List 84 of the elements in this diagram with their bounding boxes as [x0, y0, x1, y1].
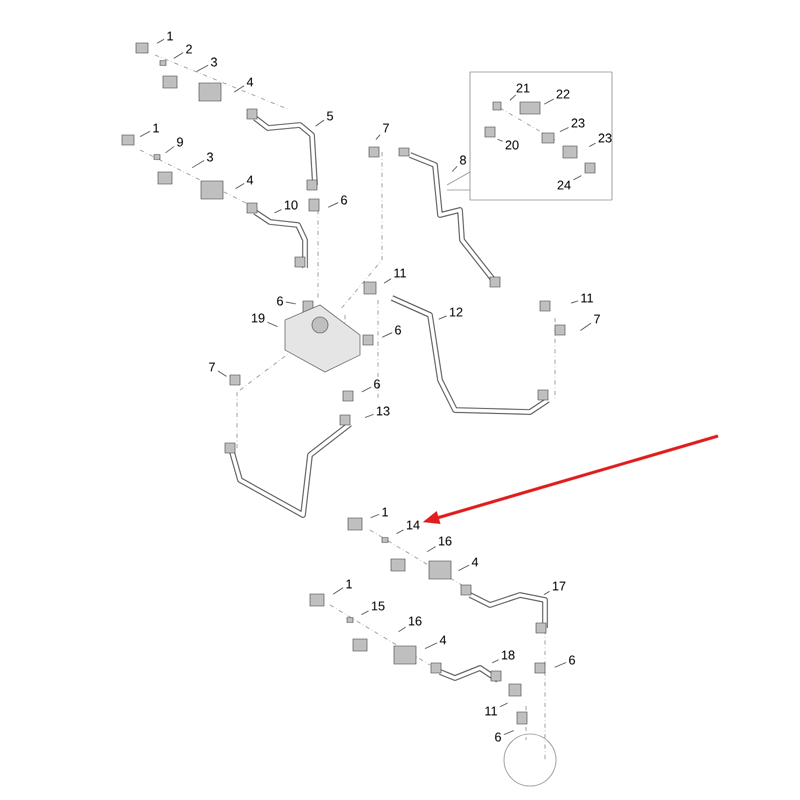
leader-line — [382, 332, 392, 338]
leader-line — [165, 146, 174, 154]
leader-line — [426, 546, 436, 552]
callout-number: 9 — [177, 138, 183, 146]
leader-line — [580, 322, 592, 331]
leader-line — [504, 730, 514, 735]
leader-line — [362, 386, 372, 392]
leader-line — [452, 166, 458, 172]
callout-number: 16 — [408, 616, 422, 626]
callout-number: 23 — [598, 134, 612, 142]
leader-line — [274, 209, 282, 214]
callout-number: 11 — [581, 294, 593, 302]
callout-number: 6 — [569, 656, 575, 664]
callout-number: 3 — [206, 152, 213, 162]
leader-line — [364, 414, 374, 418]
callout-number: 7 — [209, 362, 215, 372]
callout-number: 13 — [376, 406, 390, 416]
leader-line — [544, 591, 550, 595]
leader-line — [267, 322, 278, 327]
leader-line — [234, 85, 244, 92]
leader-line — [286, 302, 296, 304]
leader-line — [192, 160, 204, 168]
callout-number: 22 — [556, 90, 570, 98]
leader-line — [140, 130, 150, 137]
callout-number: 20 — [506, 140, 519, 150]
leader-line — [560, 127, 569, 132]
callout-number: 1 — [382, 508, 388, 516]
callout-number: 6 — [374, 380, 380, 388]
leader-line — [396, 530, 404, 534]
callout-number: 21 — [516, 84, 530, 92]
callout-number: 1 — [167, 32, 173, 40]
leader-line — [235, 183, 244, 189]
leader-line — [156, 39, 164, 44]
leader-line — [196, 64, 208, 72]
leader-line — [315, 120, 324, 126]
callout-number: 8 — [460, 156, 466, 164]
callout-number: 3 — [210, 58, 217, 66]
leader-line — [492, 659, 499, 664]
leader-line — [554, 662, 566, 668]
callout-number: 6 — [277, 296, 283, 306]
leader-line — [328, 202, 338, 208]
leader-line — [438, 316, 447, 320]
callout-number: 4 — [246, 176, 254, 184]
callout-number: 12 — [450, 308, 462, 316]
callout-number: 4 — [472, 558, 478, 566]
leader-line — [570, 300, 578, 304]
callout-number: 7 — [594, 314, 600, 324]
callout-number: 16 — [438, 536, 452, 546]
callout-number: 23 — [572, 118, 584, 128]
leader-line — [218, 370, 227, 377]
leader-line — [500, 702, 508, 707]
callout-number: 6 — [395, 326, 401, 334]
leader-line — [332, 587, 344, 594]
callout-number: 15 — [372, 602, 384, 610]
leader-line — [174, 52, 184, 59]
leader-line — [510, 94, 516, 101]
leader-line — [398, 626, 406, 632]
leader-line — [370, 514, 380, 518]
callout-number: 4 — [246, 78, 254, 86]
callout-number: 19 — [252, 314, 264, 322]
callout-number: 17 — [552, 582, 566, 590]
leader-line — [458, 564, 470, 571]
callout-number: 1 — [346, 580, 352, 588]
callout-number: 10 — [284, 200, 298, 210]
callout-number: 2 — [186, 44, 192, 54]
leader-line — [384, 278, 392, 284]
leader-line — [588, 142, 596, 147]
callout-number: 5 — [327, 112, 333, 120]
callout-number: 14 — [406, 520, 420, 530]
callout-number: 7 — [383, 124, 389, 132]
callout-number: 11 — [394, 268, 406, 278]
leader-line — [424, 642, 438, 649]
leader-line — [544, 98, 554, 104]
callout-number: 24 — [558, 180, 571, 190]
callout-number: 6 — [341, 196, 347, 204]
callout-number: 6 — [495, 732, 501, 742]
callout-number: 18 — [502, 650, 514, 660]
leader-line — [361, 610, 369, 615]
leader-line — [573, 175, 582, 180]
callout-number: 4 — [440, 636, 446, 644]
leader-line — [376, 134, 380, 140]
callout-number: 11 — [485, 706, 497, 716]
callout-number: 1 — [153, 124, 159, 132]
leader-line — [497, 138, 503, 142]
